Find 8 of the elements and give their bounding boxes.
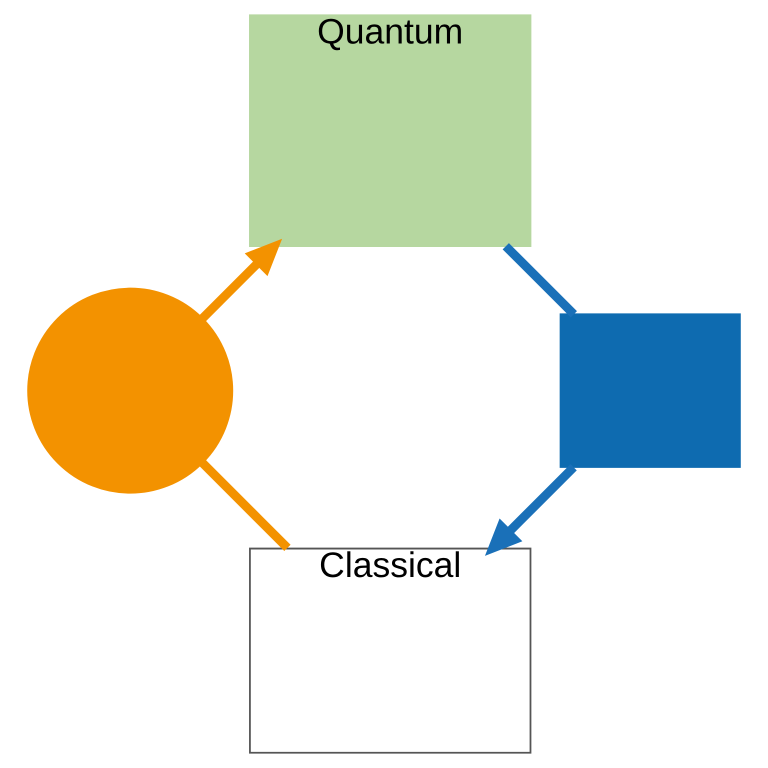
connector (502, 243, 577, 318)
node-box (560, 313, 741, 468)
node-circle (27, 288, 234, 494)
node-box: Quantum (249, 14, 532, 247)
node-box: Classical (249, 548, 532, 754)
connector (199, 460, 291, 552)
arrow (484, 464, 577, 556)
arrow (200, 238, 282, 322)
